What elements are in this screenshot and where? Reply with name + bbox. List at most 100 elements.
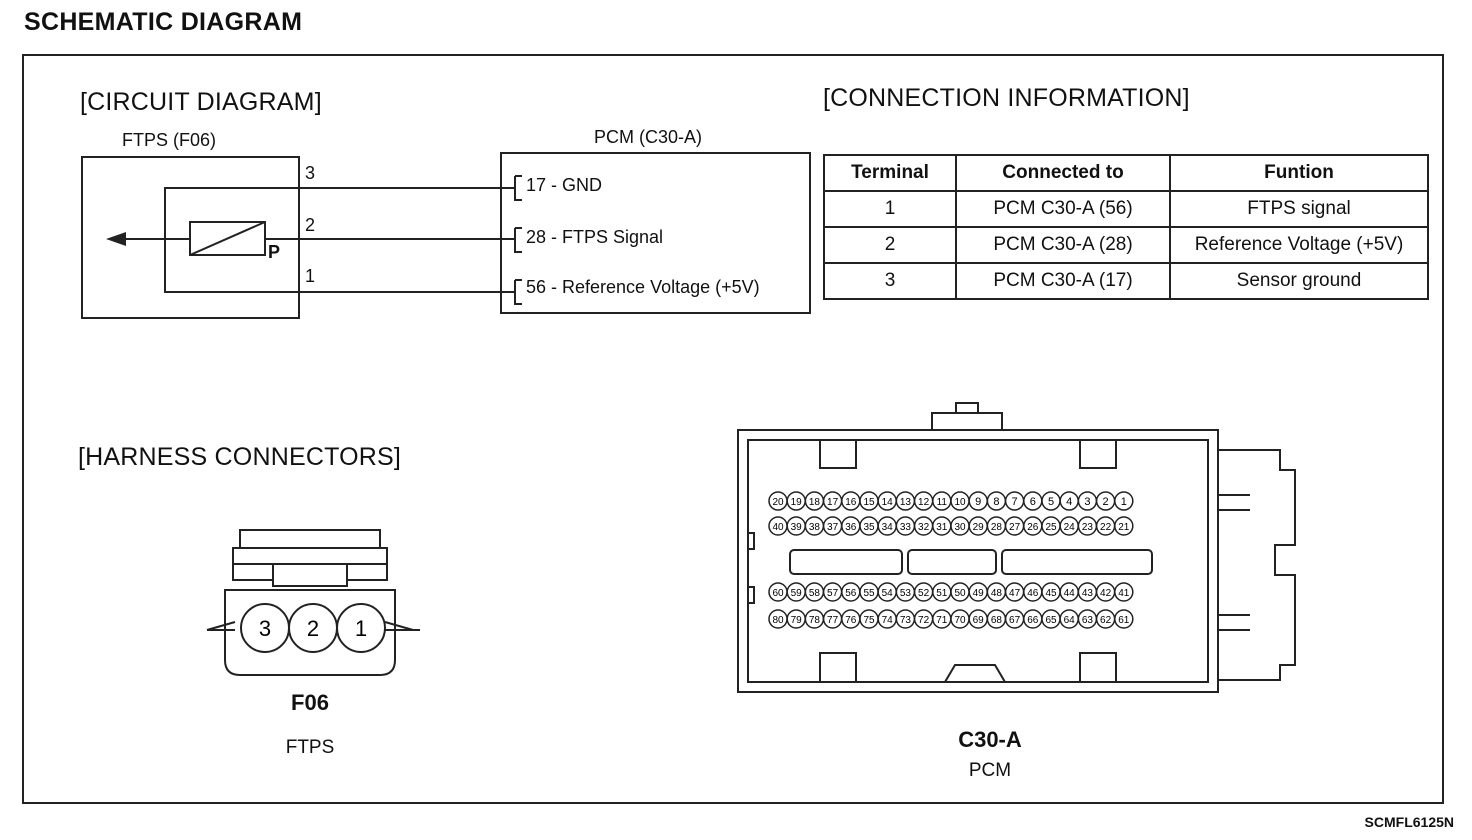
c30-pin-label: 24 bbox=[1064, 522, 1076, 533]
c30-pin-label: 67 bbox=[1009, 615, 1021, 626]
c30-pin-label: 68 bbox=[991, 615, 1003, 626]
f06-name: FTPS bbox=[285, 737, 335, 758]
c30-pin-61 bbox=[1114, 609, 1134, 629]
c30-pin-label: 36 bbox=[845, 522, 857, 533]
figure-code: SCMFL6125N bbox=[1364, 814, 1454, 830]
c30-pin-label: 33 bbox=[900, 522, 912, 533]
c30-pin-label: 22 bbox=[1100, 522, 1112, 533]
circuit-diagram-heading: [CIRCUIT DIAGRAM] bbox=[80, 88, 322, 116]
c30-pin-21 bbox=[1114, 516, 1134, 536]
c30-pin-label: 20 bbox=[772, 497, 784, 508]
c30-name: PCM bbox=[968, 760, 1012, 781]
c30-pin-label: 52 bbox=[918, 588, 930, 599]
sensor-pin-label: P bbox=[268, 242, 281, 262]
c30-pin-label: 34 bbox=[882, 522, 894, 533]
c30-pin-label: 14 bbox=[882, 497, 894, 508]
c30-pin-label: 19 bbox=[791, 497, 803, 508]
c30-pin-label: 66 bbox=[1027, 615, 1039, 626]
c30-pin-label: 5 bbox=[1048, 496, 1054, 508]
header-terminal: Terminal bbox=[823, 154, 957, 192]
cell-function: Reference Voltage (+5V) bbox=[1169, 226, 1429, 264]
c30-pin-label: 12 bbox=[918, 497, 930, 508]
pin-1-label: 1 bbox=[305, 266, 316, 286]
connection-table: Terminal Connected to Funtion 1 PCM C30-… bbox=[823, 154, 1429, 300]
c30-pin-label: 13 bbox=[900, 497, 912, 508]
c30-pin-label: 53 bbox=[900, 588, 912, 599]
c30-pin-label: 23 bbox=[1082, 522, 1094, 533]
table-row: 3 PCM C30-A (17) Sensor ground bbox=[823, 262, 1429, 300]
c30-pin-label: 77 bbox=[827, 615, 839, 626]
c30-pin-label: 58 bbox=[809, 588, 821, 599]
c30-pin-label: 69 bbox=[973, 615, 985, 626]
c30-pin-label: 28 bbox=[991, 522, 1003, 533]
c30-pin-label: 78 bbox=[809, 615, 821, 626]
f06-pin-1-label: 1 bbox=[355, 616, 367, 641]
c30-pin-41 bbox=[1114, 582, 1134, 602]
cell-connected-to: PCM C30-A (56) bbox=[955, 190, 1171, 228]
c30-pin-label: 1 bbox=[1121, 496, 1127, 508]
pcm-label: PCM (C30-A) bbox=[594, 127, 703, 147]
c30-pin-label: 3 bbox=[1084, 496, 1090, 508]
f06-pin-1 bbox=[336, 603, 386, 653]
c30-pin-1 bbox=[1114, 491, 1134, 511]
c30-pin-label: 49 bbox=[973, 588, 985, 599]
pcm-terminal-28: 28 - FTPS Signal bbox=[526, 227, 664, 247]
table-row: 2 PCM C30-A (28) Reference Voltage (+5V) bbox=[823, 226, 1429, 264]
c30-pin-label: 62 bbox=[1100, 615, 1112, 626]
connection-info-heading: [CONNECTION INFORMATION] bbox=[823, 84, 1190, 112]
header-connected-to: Connected to bbox=[955, 154, 1171, 192]
c30-code: C30-A bbox=[958, 727, 1022, 752]
c30-pin-label: 15 bbox=[863, 497, 875, 508]
c30-pin-label: 72 bbox=[918, 615, 930, 626]
c30-pin-label: 50 bbox=[954, 588, 966, 599]
c30-pin-label: 8 bbox=[993, 496, 999, 508]
f06-pin-3-label: 3 bbox=[259, 616, 271, 641]
c30-pin-label: 51 bbox=[936, 588, 948, 599]
c30-pin-label: 6 bbox=[1030, 496, 1036, 508]
c30-pin-label: 71 bbox=[936, 615, 948, 626]
cell-terminal: 3 bbox=[823, 262, 957, 300]
cell-connected-to: PCM C30-A (28) bbox=[955, 226, 1171, 264]
c30-pin-label: 73 bbox=[900, 615, 912, 626]
diagram-frame bbox=[22, 54, 1444, 804]
page-title: SCHEMATIC DIAGRAM bbox=[24, 8, 303, 36]
c30-pin-label: 7 bbox=[1012, 496, 1018, 508]
c30-pin-label: 76 bbox=[845, 615, 857, 626]
f06-connector-drawing: 3 2 1 bbox=[206, 529, 420, 676]
c30-pin-label: 38 bbox=[809, 522, 821, 533]
c30-pin-label: 41 bbox=[1118, 588, 1130, 599]
c30-pin-label: 60 bbox=[772, 588, 784, 599]
c30-pin-label: 30 bbox=[954, 522, 966, 533]
cell-connected-to: PCM C30-A (17) bbox=[955, 262, 1171, 300]
c30-pin-label: 56 bbox=[845, 588, 857, 599]
arrow-head-icon bbox=[106, 232, 126, 246]
c30-pin-label: 75 bbox=[863, 615, 875, 626]
c30-pin-label: 61 bbox=[1118, 615, 1130, 626]
pcm-terminal-56: 56 - Reference Voltage (+5V) bbox=[526, 277, 760, 297]
c30-pin-label: 57 bbox=[827, 588, 839, 599]
c30-pin-label: 54 bbox=[882, 588, 894, 599]
c30-pin-label: 42 bbox=[1100, 588, 1112, 599]
c30-pin-label: 79 bbox=[791, 615, 803, 626]
c30-pin-label: 46 bbox=[1027, 588, 1039, 599]
c30-pin-label: 29 bbox=[973, 522, 985, 533]
c30-pin-label: 27 bbox=[1009, 522, 1021, 533]
c30-pin-label: 32 bbox=[918, 522, 930, 533]
c30-pin-label: 11 bbox=[937, 497, 948, 508]
c30-pin-label: 43 bbox=[1082, 588, 1094, 599]
c30-pin-label: 40 bbox=[772, 522, 784, 533]
c30-pin-label: 21 bbox=[1118, 522, 1130, 533]
pcm-box bbox=[500, 152, 811, 314]
c30-pin-label: 44 bbox=[1064, 588, 1076, 599]
c30-pin-label: 4 bbox=[1066, 496, 1072, 508]
c30-pin-label: 18 bbox=[809, 497, 821, 508]
ftps-label: FTPS (F06) bbox=[122, 130, 217, 150]
c30-pin-label: 48 bbox=[991, 588, 1003, 599]
c30-pin-label: 59 bbox=[791, 588, 803, 599]
f06-pin-2-label: 2 bbox=[307, 616, 319, 641]
c30-pin-label: 55 bbox=[863, 588, 875, 599]
c30-pin-label: 80 bbox=[772, 615, 784, 626]
c30-pin-label: 31 bbox=[936, 522, 948, 533]
c30-pin-label: 35 bbox=[863, 522, 875, 533]
